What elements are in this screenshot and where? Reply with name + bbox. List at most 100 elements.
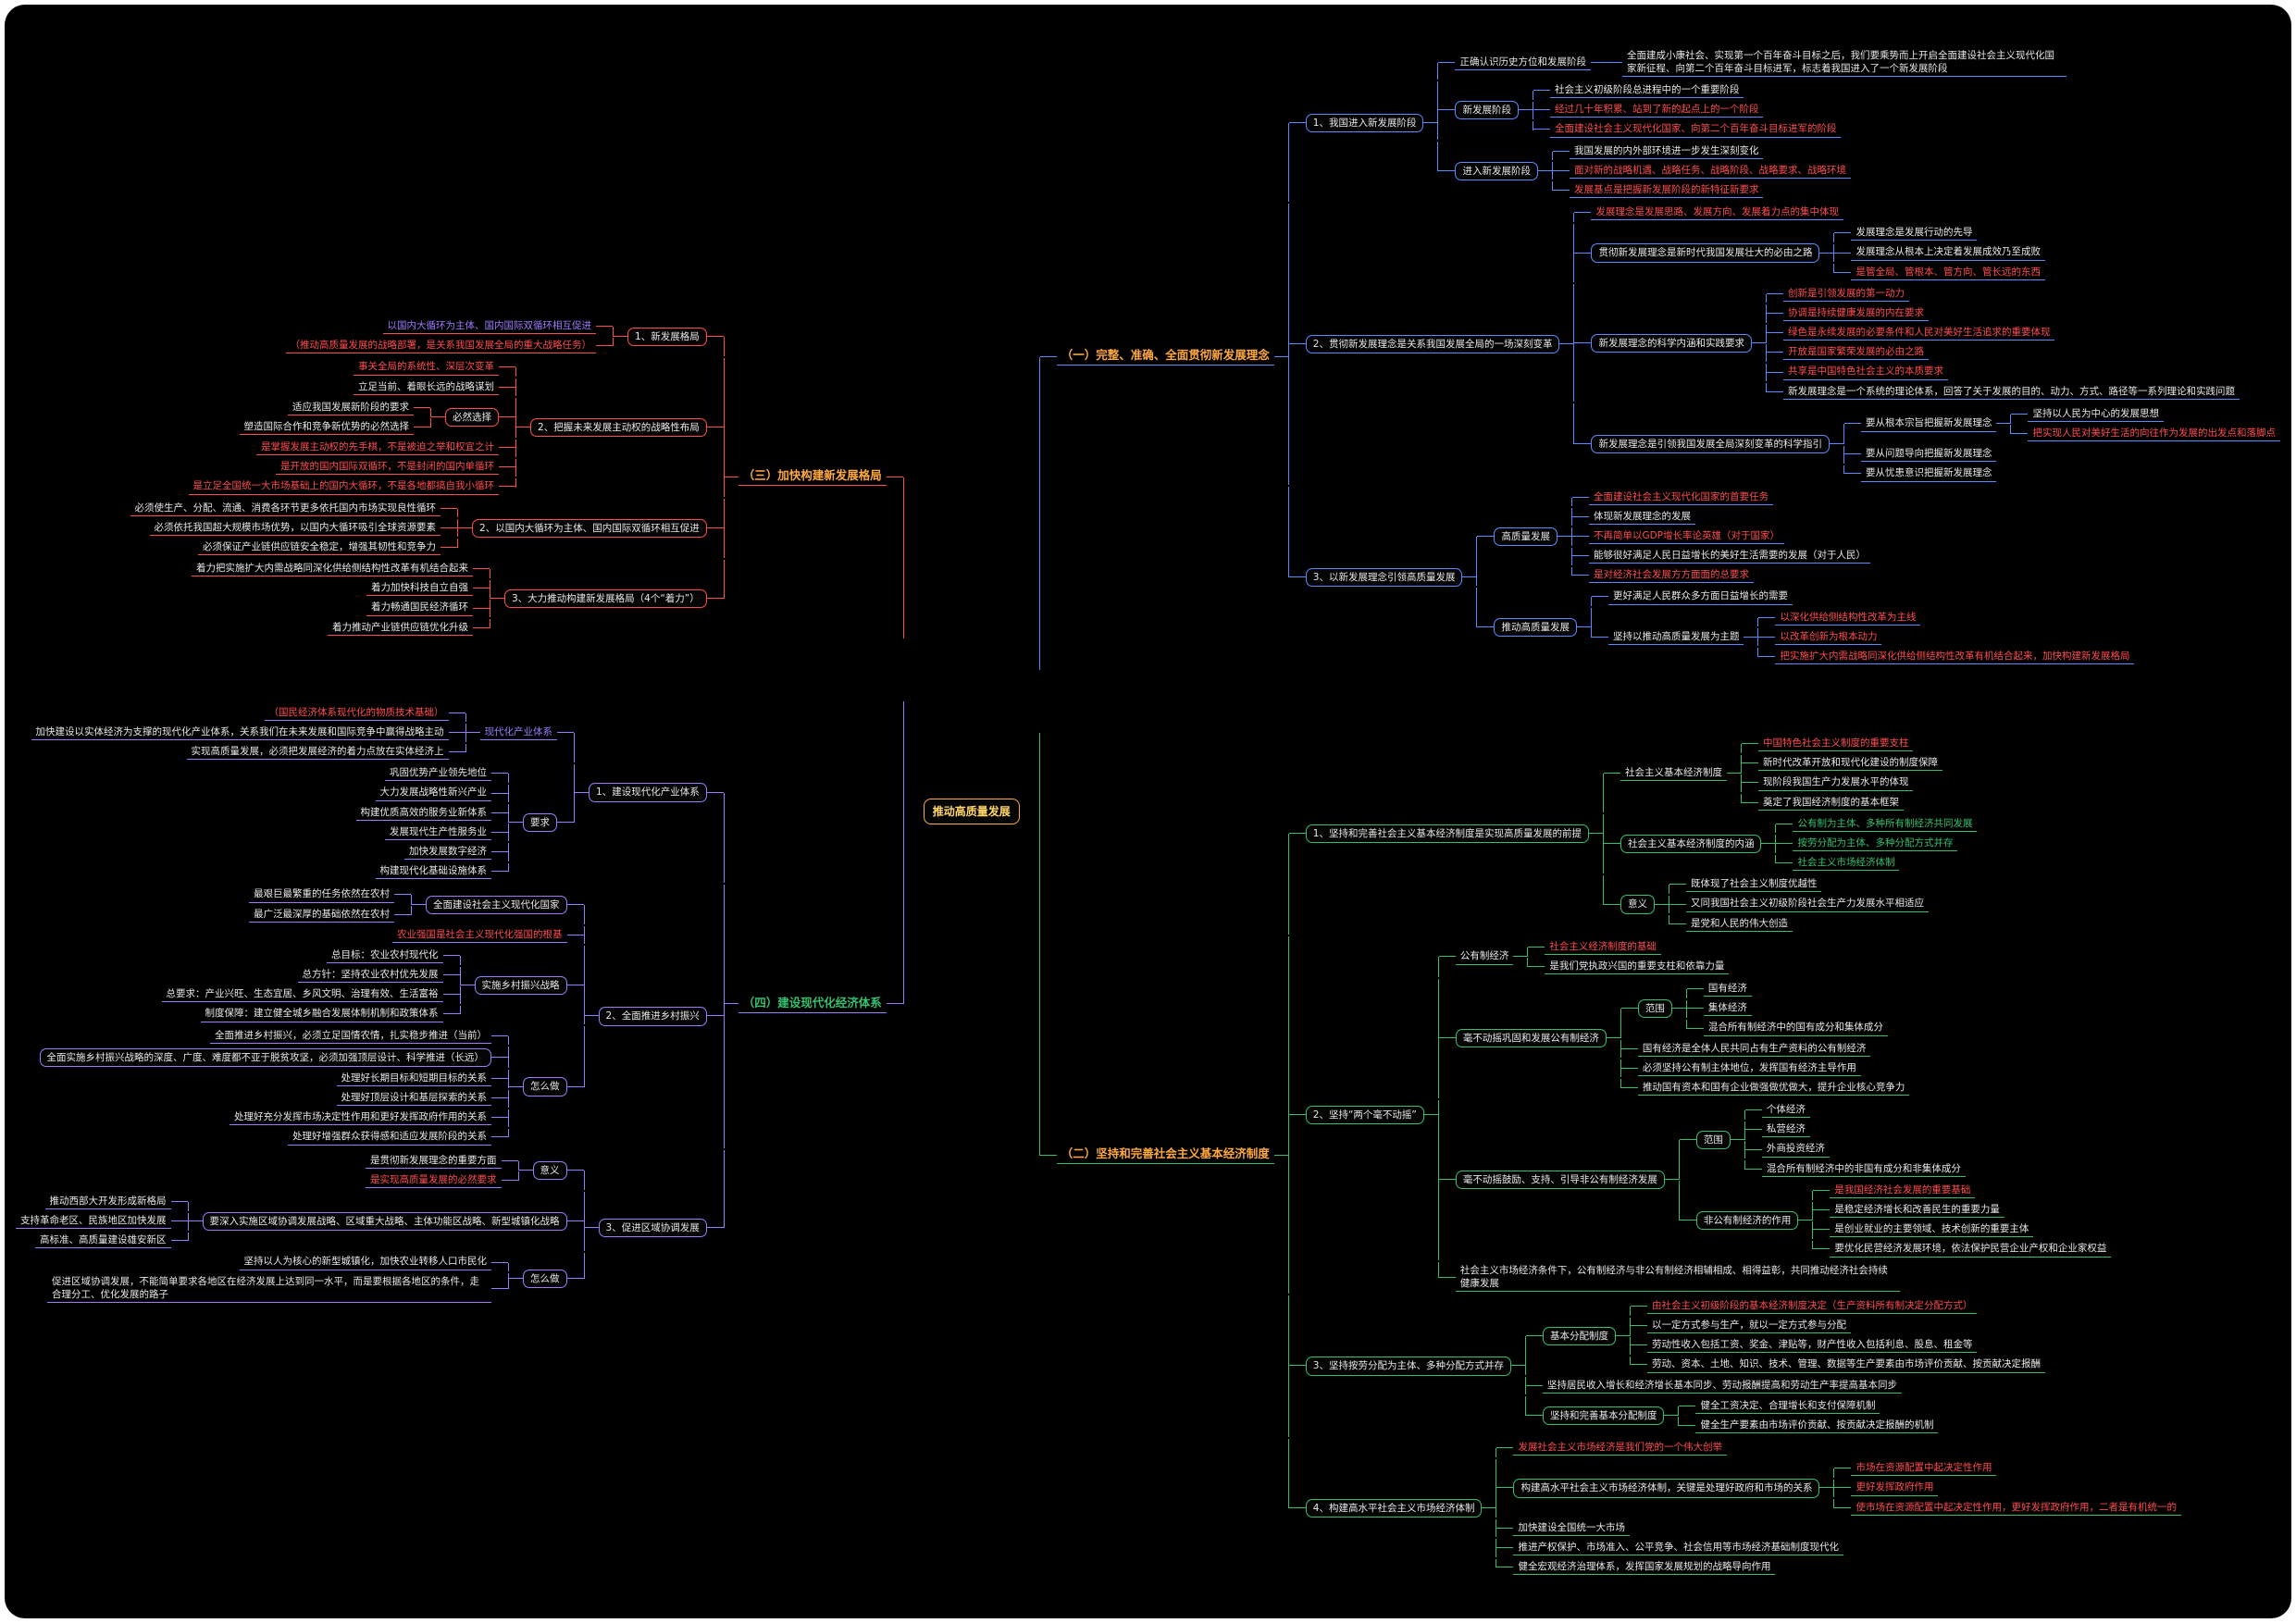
mindmap-node[interactable]: 经过几十年积累、站到了新的起点上的一个阶段 xyxy=(1549,103,1764,118)
mindmap-topic-node[interactable]: 2、全面推进乡村振兴 xyxy=(598,1007,707,1026)
mindmap-node[interactable]: 又同我国社会主义初级阶段社会生产力发展水平相适应 xyxy=(1685,897,1929,912)
mindmap-node[interactable]: 是我国经济社会发展的重要基础 xyxy=(1830,1183,1976,1198)
mindmap-node[interactable]: 加快建设以实体经济为支撑的现代化产业体系，关系我们在未来发展和国际竞争中赢得战略… xyxy=(31,725,449,741)
mindmap-node[interactable]: 社会主义初级阶段总进程中的一个重要阶段 xyxy=(1549,83,1744,99)
mindmap-topic-node[interactable]: 毫不动摇巩固和发展公有制经济 xyxy=(1455,1029,1607,1048)
mindmap-node[interactable]: 混合所有制经济中的国有成分和集体成分 xyxy=(1703,1021,1888,1036)
mindmap-branch-label[interactable]: （一）完整、准确、全面贯彻新发展理念 xyxy=(1056,348,1274,366)
mindmap-node[interactable]: 以深化供给侧结构性改革为主线 xyxy=(1775,611,1921,626)
mindmap-node[interactable]: 国有经济 xyxy=(1703,982,1752,997)
mindmap-node[interactable]: 私营经济 xyxy=(1761,1122,1810,1138)
mindmap-node[interactable]: 协调是持续健康发展的内在要求 xyxy=(1782,306,1929,322)
mindmap-node[interactable]: 发展现代生产性服务业 xyxy=(385,825,492,840)
mindmap-topic-node[interactable]: 基本分配制度 xyxy=(1542,1326,1616,1345)
mindmap-node[interactable]: 是创业就业的主要领域、技术创新的重要主体 xyxy=(1830,1222,2034,1238)
mindmap-node[interactable]: （推动高质量发展的战略部署，是关系我国发展全局的重大战略任务） xyxy=(285,339,597,354)
mindmap-node[interactable]: 着力畅通国民经济循环 xyxy=(366,601,473,616)
mindmap-topic-node[interactable]: 3、坚持按劳分配为主体、多种分配方式并存 xyxy=(1305,1357,1511,1376)
mindmap-branch-label[interactable]: （四）建设现代化经济体系 xyxy=(738,996,887,1013)
mindmap-node[interactable]: 立足当前、着眼长远的战略谋划 xyxy=(354,380,500,395)
mindmap-node[interactable]: 推动西部大开发形成新格局 xyxy=(44,1195,171,1210)
mindmap-topic-node[interactable]: 2、贯彻新发展理念是关系我国发展全局的一场深刻变革 xyxy=(1305,334,1560,353)
mindmap-node[interactable]: 总目标：农业农村现代化 xyxy=(327,948,443,964)
mindmap-topic-node[interactable]: 新发展理念是引领我国发展全局深刻变革的科学指引 xyxy=(1591,434,1830,453)
mindmap-node[interactable]: 开放是国家繁荣发展的必由之路 xyxy=(1782,345,1929,361)
mindmap-node[interactable]: 奠定了我国经济制度的基本框架 xyxy=(1757,796,1904,811)
mindmap-node[interactable]: 支持革命老区、民族地区加快发展 xyxy=(16,1214,171,1230)
mindmap-node[interactable]: 是立足全国统一大市场基础上的国内大循环，不是各地都搞自我小循环 xyxy=(188,479,500,495)
mindmap-node[interactable]: 按劳分配为主体、多种分配方式并存 xyxy=(1793,836,1958,852)
mindmap-node[interactable]: 着力推动产业链供应链优化升级 xyxy=(327,621,473,636)
mindmap-node[interactable]: 坚持以人民为中心的发展思想 xyxy=(2028,407,2164,422)
mindmap-node[interactable]: 公有制为主体、多种所有制经济共同发展 xyxy=(1793,817,1978,832)
mindmap-node[interactable]: 是稳定经济增长和改善民生的重要力量 xyxy=(1830,1203,2004,1219)
mindmap-topic-node[interactable]: 必然选择 xyxy=(445,408,500,427)
mindmap-node[interactable]: 是开放的国内国际双循环，不是封闭的国内单循环 xyxy=(276,460,500,476)
mindmap-node[interactable]: 是党和人民的伟大创造 xyxy=(1685,917,1793,932)
mindmap-node[interactable]: 坚持以推动高质量发展为主题 xyxy=(1607,630,1744,645)
mindmap-node[interactable]: 大力发展战略性新兴产业 xyxy=(375,786,492,801)
mindmap-topic-node[interactable]: 要求 xyxy=(523,813,558,833)
mindmap-node[interactable]: 正确认识历史方位和发展阶段 xyxy=(1455,56,1591,70)
mindmap-node[interactable]: 农业强国是社会主义现代化强国的根基 xyxy=(392,928,567,943)
mindmap-node[interactable]: 我国发展的内外部环境进一步发生深刻变化 xyxy=(1569,144,1764,159)
mindmap-node[interactable]: 更好满足人民群众多方面日益增长的需要 xyxy=(1607,589,1793,605)
mindmap-node[interactable]: 必须保证产业链供应链安全稳定，增强其韧性和竞争力 xyxy=(198,540,441,556)
mindmap-node[interactable]: 外商投资经济 xyxy=(1761,1142,1830,1158)
mindmap-node[interactable]: 市场在资源配置中起决定性作用 xyxy=(1851,1461,1997,1477)
mindmap-node[interactable]: 以改革创新为根本动力 xyxy=(1775,630,1882,645)
mindmap-topic-node[interactable]: 推动高质量发展 xyxy=(1494,618,1577,638)
mindmap-node[interactable]: 推进产权保护、市场准入、公平竞争、社会信用等市场经济基础制度现代化 xyxy=(1513,1541,1843,1556)
mindmap-topic-node[interactable]: 构建高水平社会主义市场经济体制，关键是处理好政府和市场的关系 xyxy=(1513,1479,1820,1498)
mindmap-node[interactable]: 个体经济 xyxy=(1761,1103,1810,1119)
mindmap-topic-node[interactable]: 3、大力推动构建新发展格局（4个“着力”） xyxy=(503,588,707,609)
mindmap-node[interactable]: 要从忧患意识把握新发展理念 xyxy=(1860,466,1997,482)
mindmap-node[interactable]: 全面建设社会主义现代化国家、向第二个百年奋斗目标进军的阶段 xyxy=(1549,122,1842,138)
mindmap-node[interactable]: 新发展理念是一个系统的理论体系，回答了关于发展的目的、动力、方式、路径等一系列理… xyxy=(1782,385,2240,400)
mindmap-node[interactable]: 推动国有资本和国有企业做强做优做大，提升企业核心竞争力 xyxy=(1637,1081,1910,1096)
mindmap-node[interactable]: 新时代改革开放和现代化建设的制度保障 xyxy=(1757,756,1942,772)
mindmap-node[interactable]: 全面建成小康社会、实现第一个百年奋斗目标之后，我们要乘势而上开启全面建设社会主义… xyxy=(1621,49,2066,78)
mindmap-branch-label[interactable]: （二）坚持和完善社会主义基本经济制度 xyxy=(1056,1146,1274,1165)
mindmap-node[interactable]: 处理好长期目标和短期目标的关系 xyxy=(336,1072,492,1087)
mindmap-node[interactable]: 把实施扩大内需战略同深化供给侧结构性改革有机结合起来，加快构建新发展格局 xyxy=(1775,650,2135,665)
mindmap-node[interactable]: 社会主义经济制度的基础 xyxy=(1545,940,1661,955)
mindmap-node[interactable]: 坚持以人为核心的新型城镇化，加快农业转移人口市民化 xyxy=(239,1255,492,1270)
mindmap-topic-node[interactable]: 意义 xyxy=(532,1161,567,1181)
mindmap-topic-node[interactable]: 高质量发展 xyxy=(1494,527,1558,547)
mindmap-topic-node[interactable]: 怎么做 xyxy=(523,1270,567,1289)
mindmap-topic-node[interactable]: 坚持和完善基本分配制度 xyxy=(1542,1406,1665,1426)
mindmap-node[interactable]: 健全生产要素由市场评价贡献、按贡献决定报酬的机制 xyxy=(1695,1419,1939,1434)
mindmap-node[interactable]: 要从问题导向把握新发展理念 xyxy=(1860,447,1997,463)
mindmap-node[interactable]: 加快发展数字经济 xyxy=(404,845,492,861)
mindmap-topic-node[interactable]: 毫不动摇鼓励、支持、引导非公有制经济发展 xyxy=(1455,1171,1665,1190)
mindmap-node[interactable]: 公有制经济 xyxy=(1455,949,1514,965)
mindmap-node[interactable]: 健全工资决定、合理增长和支付保障机制 xyxy=(1695,1399,1880,1414)
mindmap-branch-label[interactable]: （三）加快构建新发展格局 xyxy=(738,468,887,487)
mindmap-node[interactable]: 现代化产业体系 xyxy=(479,725,558,741)
mindmap-node[interactable]: 促进区域协调发展，不能简单要求各地区在经济发展上达到同一水平，而是要根据各地区的… xyxy=(47,1275,492,1303)
mindmap-node[interactable]: 高标准、高质量建设雄安新区 xyxy=(35,1233,171,1249)
mindmap-node[interactable]: 构建优质高效的服务业新体系 xyxy=(355,806,492,821)
mindmap-node[interactable]: 是管全局、管根本、管方向、管长远的东西 xyxy=(1851,266,2045,280)
mindmap-topic-node[interactable]: 2、以国内大循环为主体、国内国际双循环相互促进 xyxy=(472,518,707,538)
mindmap-topic-node[interactable]: 怎么做 xyxy=(523,1077,567,1096)
mindmap-node[interactable]: 绿色是永续发展的必要条件和人民对美好生活追求的重要体现 xyxy=(1782,326,2055,341)
mindmap-node[interactable]: 发展基点是把握新发展阶段的新特征新要求 xyxy=(1569,183,1764,199)
mindmap-topic-node[interactable]: 意义 xyxy=(1620,895,1655,914)
central-topic[interactable]: 推动高质量发展 xyxy=(923,798,1020,825)
mindmap-topic-node[interactable]: 范围 xyxy=(1637,999,1672,1019)
mindmap-node[interactable]: 不再简单以GDP增长率论英雄（对于国家） xyxy=(1588,529,1785,545)
mindmap-node[interactable]: 国有经济是全体人民共同占有生产资料的公有制经济 xyxy=(1637,1042,1871,1057)
mindmap-node[interactable]: 面对新的战略机遇、战略任务、战略阶段、战略要求、战略环境 xyxy=(1569,164,1851,179)
mindmap-node[interactable]: 处理好充分发挥市场决定性作用和更好发挥政府作用的关系 xyxy=(230,1110,492,1126)
mindmap-node[interactable]: 必须依托我国超大规模市场优势，以国内大循环吸引全球资源要素 xyxy=(149,521,441,536)
mindmap-topic-node[interactable]: 范围 xyxy=(1695,1130,1731,1150)
mindmap-topic-node[interactable]: 实施乡村振兴战略 xyxy=(474,975,567,995)
mindmap-topic-node[interactable]: 1、坚持和完善社会主义基本经济制度是实现高质量发展的前提 xyxy=(1305,824,1589,844)
mindmap-topic-node[interactable]: 社会主义基本经济制度的内涵 xyxy=(1620,834,1762,854)
mindmap-node[interactable]: 把实现人民对美好生活的向往作为发展的出发点和落脚点 xyxy=(2028,427,2280,442)
mindmap-topic-node[interactable]: 3、促进区域协调发展 xyxy=(598,1219,707,1238)
mindmap-node[interactable]: 是对经济社会发展方方面面的总要求 xyxy=(1588,568,1754,584)
mindmap-node[interactable]: 塑造国际合作和竞争新优势的必然选择 xyxy=(239,420,415,436)
